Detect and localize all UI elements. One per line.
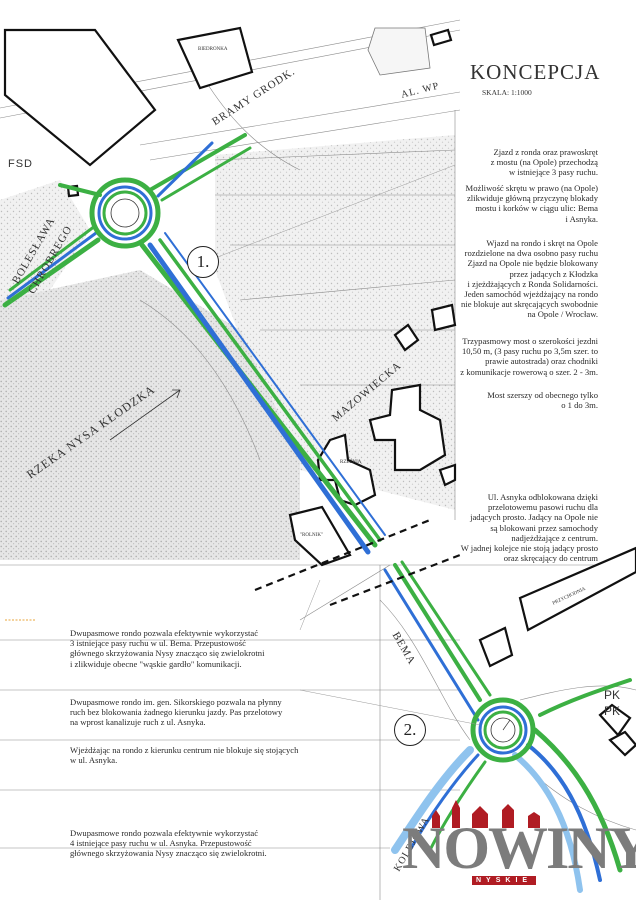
lane-bramy-green — [148, 133, 247, 192]
street-label-pk-2: PK — [604, 704, 621, 718]
lane-bema-blue — [383, 568, 480, 722]
note-right-6: Ul. Asnyka odblokowana dzięki przelotowe… — [460, 492, 598, 564]
nowiny-nyskie-logo: NOWINY NYSKIE — [402, 800, 636, 888]
lane-chrobrego-green2 — [8, 224, 97, 292]
logo-subtitle: NYSKIE — [472, 876, 537, 885]
lane-bridge-blue — [147, 242, 371, 555]
note-right-3: Wjazd na rondo i skręt na Opole rozdziel… — [461, 238, 598, 320]
building-mazowiecka-1 — [393, 323, 420, 352]
lane-asnyka-blue — [526, 743, 602, 882]
scale-label: SKALA: 1:1000 — [482, 88, 532, 97]
marker-2: 2. — [394, 714, 426, 746]
street-label-fsd: FSD — [8, 158, 33, 170]
lane-asnyka-lightblue — [512, 752, 583, 893]
building-se-2 — [608, 730, 636, 757]
lane-bramy-blue — [156, 141, 214, 198]
logo-wordmark: NOWINY — [402, 815, 636, 881]
note-left-3: Wjeżdżając na rondo z kierunku centrum n… — [70, 745, 299, 766]
note-right-1: Zjazd z ronda oraz prawoskręt z mostu (n… — [490, 147, 598, 178]
building-east-long — [438, 463, 457, 487]
note-leaders — [214, 164, 481, 726]
building-rolnik — [288, 505, 352, 567]
building-mazowiecka-2 — [430, 303, 457, 332]
river-flow-arrow — [109, 389, 181, 441]
building-northwest — [3, 28, 157, 167]
lane-chrobrego-green — [2, 237, 101, 308]
marker-1: 1. — [187, 246, 219, 278]
road-lanes — [2, 133, 632, 893]
building-se-1 — [598, 703, 632, 737]
street-label-pk-1: PK — [604, 688, 621, 702]
lane-bema-green — [393, 563, 482, 702]
building-bema-south-1 — [478, 626, 514, 668]
lane-kolejowa-blue — [408, 753, 480, 852]
lane-bridge-green-inner — [158, 238, 382, 542]
building-ne-1 — [429, 28, 453, 47]
building-przychodnia — [518, 546, 636, 632]
note-right-2: Możliwość skrętu w prawo (na Opole) zlik… — [465, 183, 598, 224]
building-label-rolnik: "ROLNIK" — [300, 533, 323, 538]
page-title: KONCEPCJA — [470, 60, 601, 84]
note-left-4: Dwupasmowe rondo pozwala efektywnie wyko… — [70, 828, 267, 859]
building-biedronka — [176, 26, 254, 90]
lane-west-green — [58, 183, 102, 197]
lane-kolejowa-lightblue — [391, 746, 474, 854]
note-left-1: Dwupasmowe rondo pozwala efektywnie wyko… — [70, 628, 265, 669]
lane-bema-green2 — [400, 560, 492, 697]
lane-bramy-green2 — [160, 146, 252, 202]
note-right-4: Trzypasmowy most o szerokości jezdni 10,… — [460, 336, 598, 377]
river-area — [0, 270, 300, 560]
note-right-5: Most szerszy od obecnego tylko o 1 do 3m… — [487, 390, 598, 411]
lane-pk-green — [538, 678, 632, 717]
roundabout-1 — [89, 177, 161, 249]
logo-skyline-icon — [422, 800, 552, 828]
lane-asnyka-green — [532, 727, 623, 873]
lane-chrobrego-blue — [6, 231, 98, 300]
note-left-2: Dwupasmowe rondo im. gen. Sikorskiego po… — [70, 697, 283, 728]
building-label-rzeznia: RZEŹNIA — [340, 460, 362, 465]
lane-bridge-blue2 — [164, 232, 386, 536]
riverbank-area-west — [0, 180, 90, 300]
building-mazowiecka-3 — [368, 383, 447, 472]
building-label-biedronka: BIEDRONKA — [198, 47, 228, 52]
buildings — [3, 26, 636, 757]
building-ne-round — [367, 27, 431, 76]
roundabout-2 — [470, 697, 536, 763]
bridge-division-lines — [254, 518, 461, 607]
